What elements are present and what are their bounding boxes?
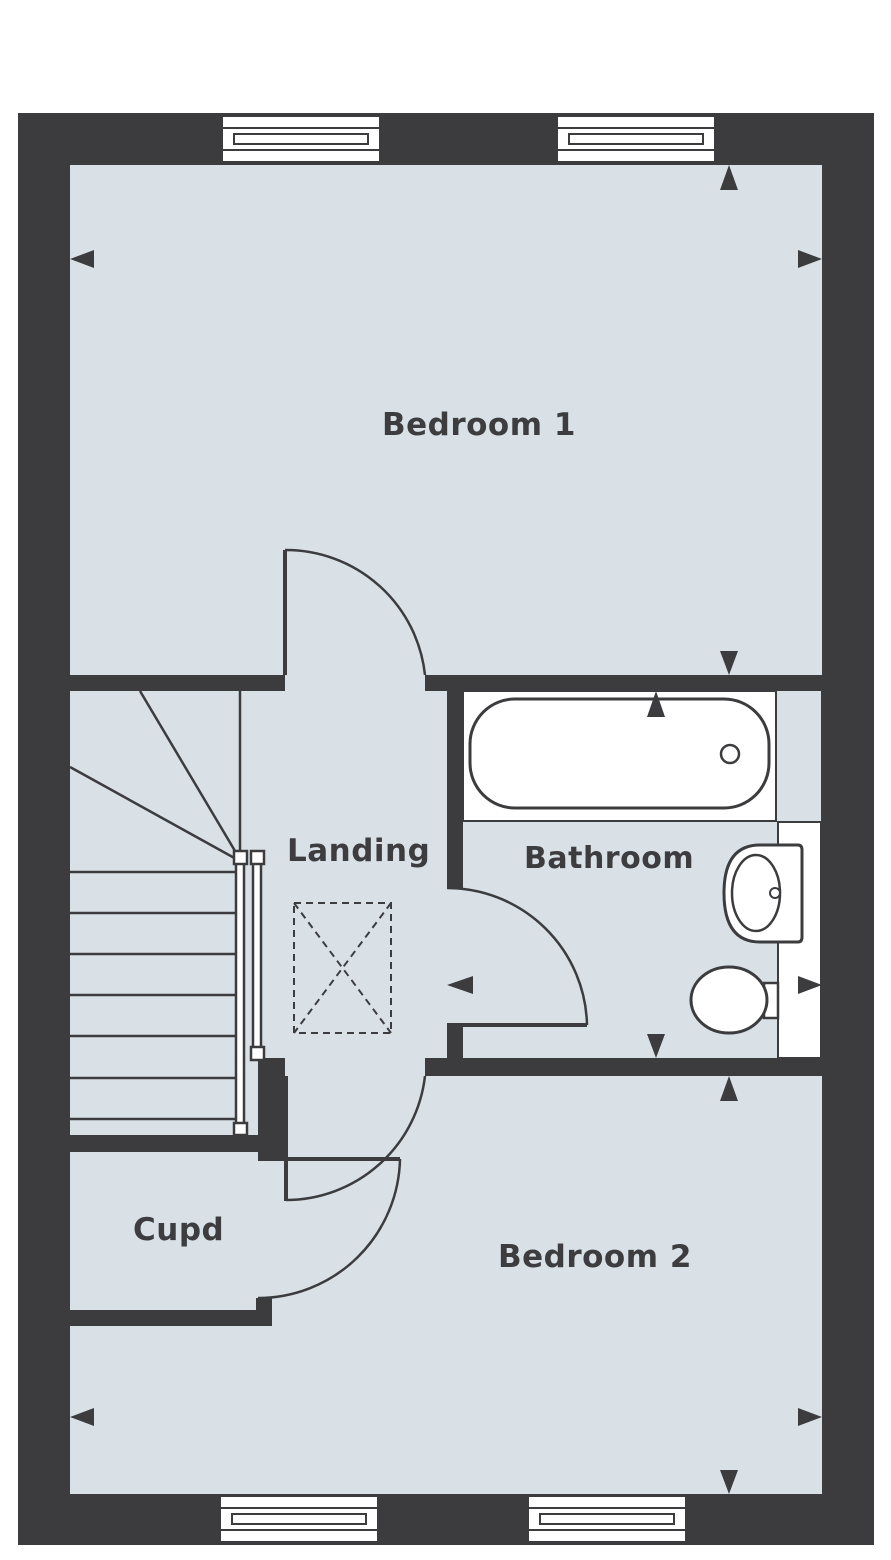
- window-icon: [527, 1495, 687, 1543]
- internal-wall: [447, 1025, 463, 1061]
- internal-wall: [70, 1135, 270, 1152]
- door-icon: [284, 1075, 427, 1202]
- internal-wall: [425, 675, 822, 691]
- sink-icon: [722, 821, 822, 1059]
- internal-wall: [70, 675, 285, 691]
- room-label-bedroom-1: Bedroom 1: [382, 407, 576, 443]
- bathroom-door-gap: [444, 888, 466, 1025]
- window-icon: [219, 1495, 379, 1543]
- window-icon: [221, 115, 381, 163]
- banister: [232, 849, 266, 1137]
- room-label-cupd: Cupd: [133, 1212, 225, 1248]
- room-label-landing: Landing: [287, 833, 431, 869]
- room-label-bathroom: Bathroom: [524, 841, 695, 876]
- toilet-icon: [689, 965, 780, 1035]
- bedroom-1-door-notch: [285, 675, 425, 695]
- bedroom-1-floor: [70, 165, 822, 675]
- bedroom-2-door-gap: [258, 1150, 408, 1310]
- window-icon: [556, 115, 716, 163]
- loft-hatch-icon: [293, 902, 392, 1034]
- door-icon: [446, 886, 589, 1027]
- door-icon: [283, 548, 427, 676]
- room-label-bedroom-2: Bedroom 2: [498, 1239, 692, 1275]
- bathtub-icon: [462, 690, 777, 822]
- landing-floor: [240, 691, 447, 1061]
- internal-wall: [425, 1058, 822, 1076]
- internal-wall: [70, 1310, 272, 1326]
- staircase: [69, 690, 242, 1121]
- dimension-marker-icon: [70, 165, 822, 1494]
- internal-wall: [256, 1298, 272, 1326]
- bedroom-2-floor: [70, 1326, 822, 1494]
- door-icon: [257, 1157, 402, 1300]
- cupd-floor: [70, 1152, 270, 1310]
- internal-wall: [447, 691, 463, 888]
